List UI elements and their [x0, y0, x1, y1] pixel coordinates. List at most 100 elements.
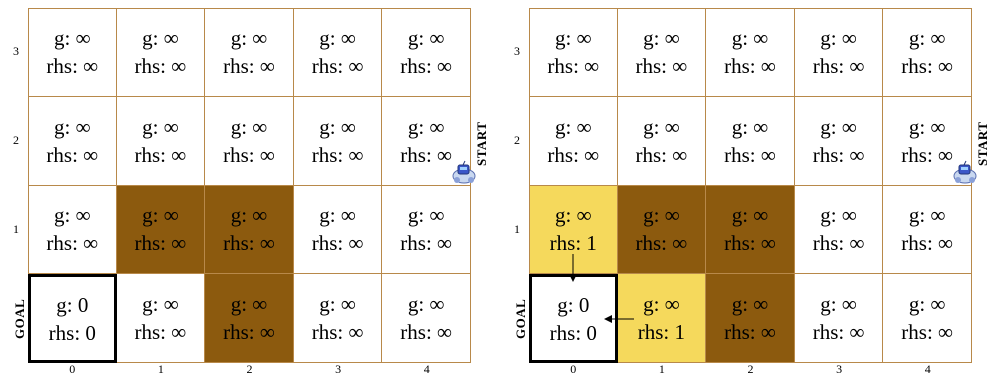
grid-cell: g: ∞ rhs: ∞ — [529, 8, 618, 97]
grid-cell: g: ∞rhs: ∞ — [529, 96, 618, 186]
rhs-value: rhs: ∞ — [724, 231, 776, 256]
g-value: g: 0 — [56, 292, 89, 317]
g-value: g: ∞ — [731, 26, 769, 51]
column-label: 1 — [658, 362, 665, 376]
rhs-value: rhs: 1 — [637, 320, 686, 345]
g-value: g: ∞ — [54, 203, 91, 228]
g-value: g: ∞ — [820, 292, 857, 317]
g-value: g: ∞ — [643, 26, 680, 51]
obstacle-cell: g: ∞ rhs: ∞ — [617, 185, 707, 275]
grid-cell: g: ∞ rhs: ∞ — [617, 8, 707, 97]
rhs-value: rhs: ∞ — [46, 54, 99, 79]
goal-label: GOAL — [513, 298, 528, 339]
g-value: g: ∞ — [230, 114, 268, 139]
column-label: 4 — [423, 362, 430, 376]
g-value: g: ∞ — [820, 114, 857, 139]
grid: g: ∞ rhs: ∞ g: ∞ rhs: ∞ g: ∞ rhs: ∞ g: ∞ rhs: ∞… — [28, 8, 471, 363]
rhs-value: rhs: ∞ — [547, 54, 600, 79]
rhs-value: rhs: ∞ — [400, 142, 453, 167]
rhs-value: rhs: ∞ — [134, 231, 187, 256]
goal-label: GOAL — [12, 298, 27, 339]
row-label: 1 — [514, 221, 520, 236]
g-value: g: ∞ — [319, 114, 356, 139]
g-value: g: ∞ — [731, 292, 769, 317]
g-value: g: ∞ — [731, 114, 769, 139]
robot-icon — [953, 160, 977, 183]
grid-cell: g: ∞rhs: ∞ — [617, 96, 707, 186]
rhs-value: rhs: 0 — [48, 320, 96, 345]
grid-cell: g: ∞rhs: ∞ — [382, 274, 471, 363]
obstacle-cell: g: ∞rhs: ∞ — [706, 274, 795, 363]
grid-cell: g: ∞rhs: ∞ — [382, 8, 471, 97]
grid-cell: g: ∞rhs: ∞ — [205, 8, 294, 97]
rhs-value: rhs: ∞ — [223, 320, 275, 345]
rhs-value: rhs: ∞ — [46, 142, 99, 167]
row-label: 2 — [514, 133, 520, 148]
obstacle-cell: g: ∞rhs: ∞ — [205, 274, 294, 363]
rhs-value: rhs: ∞ — [400, 320, 453, 345]
grid-cell: g: ∞rhs: ∞ — [205, 96, 294, 186]
grid-cell: g: ∞ rhs: ∞ — [794, 8, 884, 97]
grid-cell: g: ∞ rhs: ∞ — [293, 274, 383, 363]
goal-cell: g: 0 rhs: 0 — [28, 274, 117, 363]
grid-cell: g: ∞ rhs: ∞ — [706, 96, 795, 186]
g-value: g: ∞ — [407, 114, 445, 139]
rhs-value: rhs: ∞ — [400, 231, 453, 256]
grid-cell: g: ∞rhs: ∞ — [293, 96, 383, 186]
grid-cell: g: ∞ rhs: ∞ — [28, 8, 117, 97]
g-value: g: ∞ — [908, 26, 946, 51]
grid-cell: g: ∞rhs: ∞ — [706, 8, 795, 97]
g-value: g: ∞ — [319, 292, 356, 317]
rhs-value: rhs: ∞ — [311, 320, 364, 345]
g-value: g: ∞ — [643, 203, 680, 228]
rhs-value: rhs: ∞ — [635, 54, 688, 79]
arrow-down-icon — [569, 254, 578, 283]
grid-cell: g: ∞rhs: ∞ — [293, 8, 383, 97]
rhs-value: rhs: ∞ — [901, 231, 954, 256]
rhs-value: rhs: ∞ — [46, 231, 99, 256]
grid-cell: g: ∞rhs: ∞ — [293, 185, 383, 275]
g-value: g: ∞ — [908, 292, 946, 317]
g-value: g: ∞ — [319, 203, 356, 228]
g-value: g: ∞ — [820, 26, 857, 51]
g-value: g: ∞ — [142, 292, 179, 317]
grid-cell: g: ∞ rhs: ∞ — [382, 96, 471, 186]
g-value: g: ∞ — [142, 114, 179, 139]
grid-cell: g: ∞ rhs: ∞ — [382, 185, 471, 275]
g-value: g: ∞ — [54, 114, 91, 139]
g-value: g: ∞ — [54, 26, 91, 51]
rhs-value: rhs: ∞ — [812, 320, 865, 345]
rhs-value: rhs: ∞ — [134, 320, 187, 345]
rhs-value: rhs: ∞ — [812, 54, 865, 79]
column-label: 0 — [69, 362, 76, 376]
grid-cell: g: ∞rhs: ∞ — [883, 185, 972, 275]
rhs-value: rhs: ∞ — [547, 142, 600, 167]
rhs-value: rhs: 1 — [549, 231, 597, 256]
row-label: 3 — [13, 44, 19, 59]
rhs-value: rhs: ∞ — [901, 142, 954, 167]
rhs-value: rhs: ∞ — [635, 231, 688, 256]
row-label: 1 — [13, 221, 19, 236]
rhs-value: rhs: ∞ — [724, 142, 776, 167]
rhs-value: rhs: ∞ — [812, 142, 865, 167]
obstacle-cell: g: ∞ rhs: ∞ — [706, 185, 795, 275]
g-value: g: ∞ — [820, 203, 857, 228]
g-value: g: ∞ — [407, 203, 445, 228]
rhs-value: rhs: ∞ — [901, 320, 954, 345]
g-value: g: ∞ — [319, 26, 356, 51]
grid-cell: g: ∞rhs: ∞ — [794, 185, 884, 275]
g-value: g: ∞ — [731, 203, 769, 228]
grid-cell: g: ∞ rhs: ∞ — [883, 274, 972, 363]
grid-cell: g: ∞ rhs: ∞ — [794, 274, 884, 363]
g-value: g: ∞ — [555, 26, 592, 51]
grid-cell: g: ∞ rhs: ∞ — [883, 96, 972, 186]
grid-cell: g: ∞rhs: ∞ — [883, 8, 972, 97]
g-value: g: ∞ — [908, 114, 946, 139]
g-value: g: ∞ — [142, 26, 179, 51]
column-label: 3 — [836, 362, 843, 376]
grid-panel-before: g: ∞ rhs: ∞ g: ∞ rhs: ∞ g: ∞ rhs: ∞ g: ∞ rhs: ∞… — [28, 8, 471, 363]
rhs-value: rhs: 0 — [549, 320, 597, 345]
g-value: g: ∞ — [643, 292, 680, 317]
g-value: g: ∞ — [230, 26, 268, 51]
grid-cell: g: ∞ rhs: ∞ — [28, 185, 117, 275]
